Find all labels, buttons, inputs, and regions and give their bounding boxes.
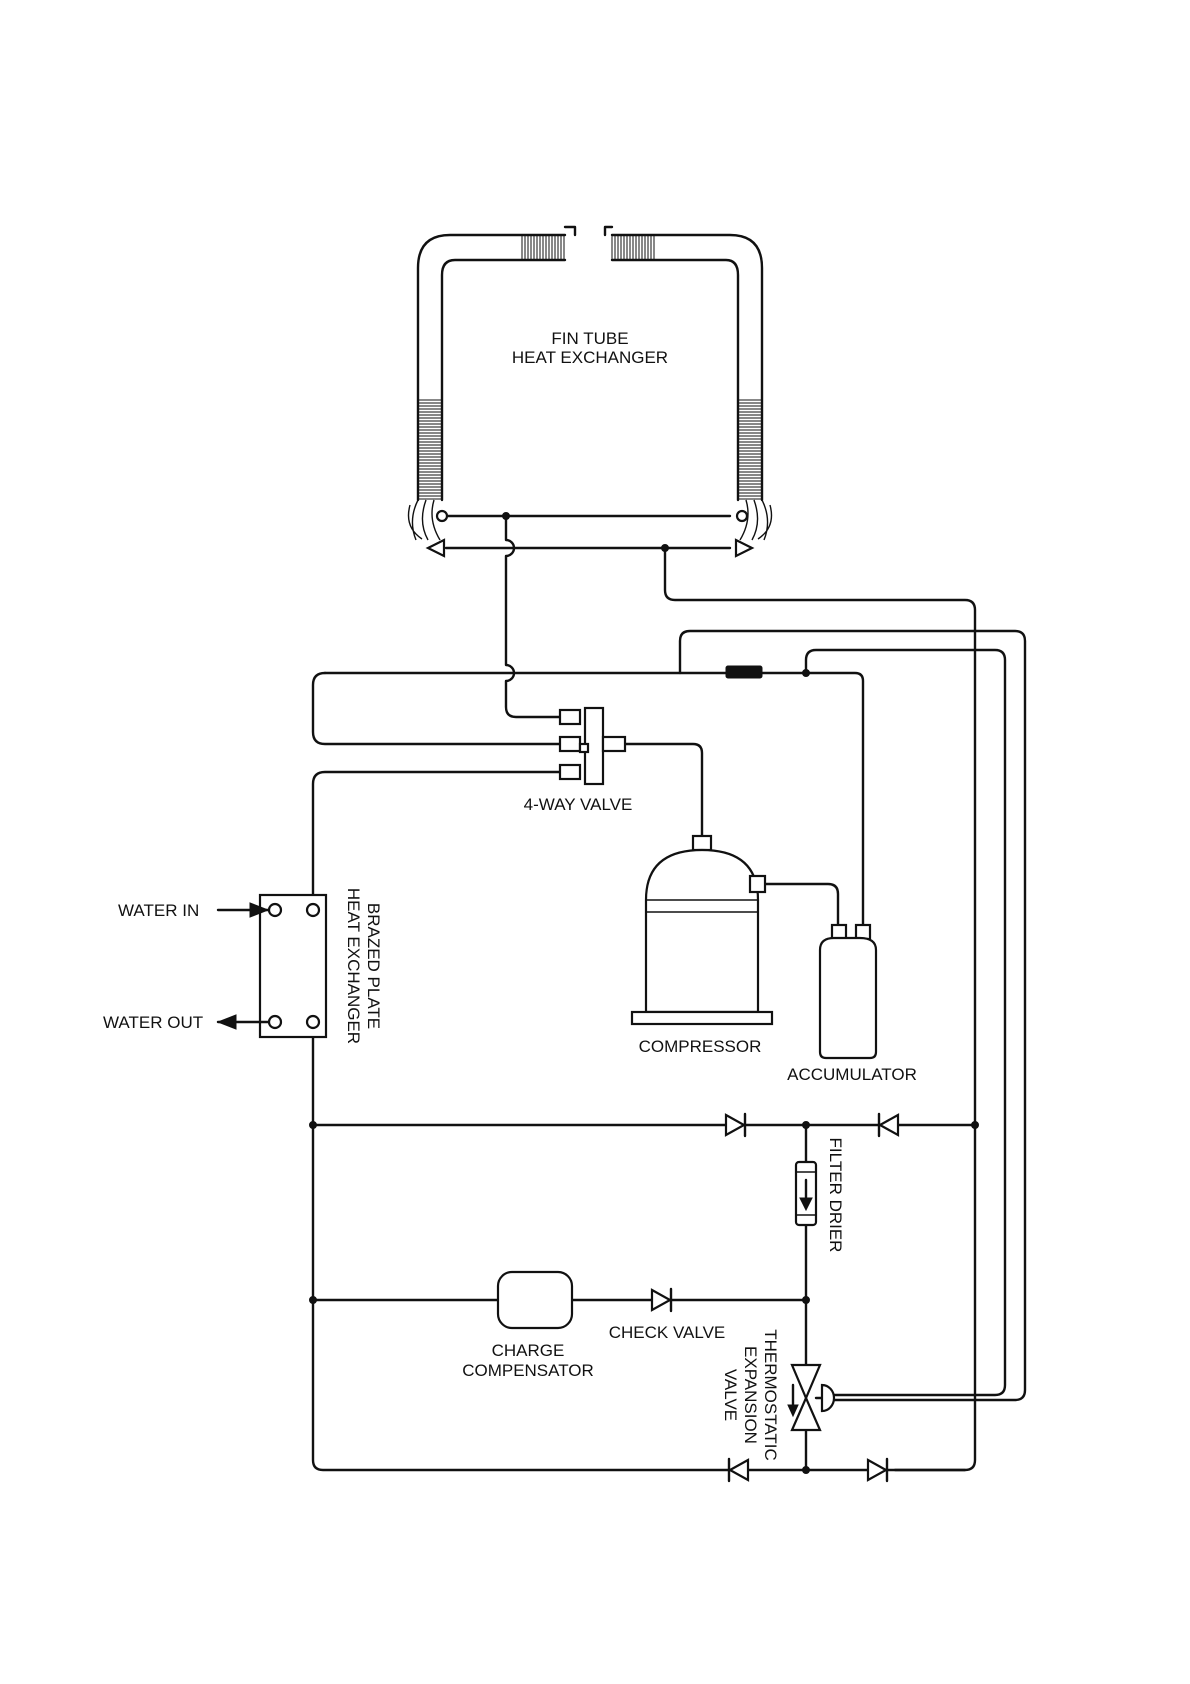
check-valve-compensator [652, 1289, 671, 1311]
water-out-label: WATER OUT [103, 1013, 203, 1032]
check-valve-middle-right [879, 1114, 898, 1136]
water-in-label: WATER IN [118, 901, 199, 920]
four-way-valve-label: 4-WAY VALVE [524, 795, 633, 814]
fin-tube-heat-exchanger [409, 227, 772, 556]
brazed-plate-label-line2: HEAT EXCHANGER [344, 888, 363, 1044]
filter-drier-label: FILTER DRIER [826, 1138, 845, 1253]
compressor [632, 836, 772, 1024]
four-way-valve [560, 708, 625, 784]
txv-label-line2: EXPANSION [741, 1346, 760, 1444]
thermostatic-expansion-valve [788, 1365, 834, 1430]
brazed-plate-heat-exchanger [260, 895, 326, 1037]
compressor-label: COMPRESSOR [639, 1037, 762, 1056]
charge-compensator [498, 1272, 572, 1328]
check-valve-bottom-right [868, 1459, 887, 1481]
check-valve-bottom-left [729, 1459, 748, 1481]
txv-label-line3: VALVE [721, 1369, 740, 1421]
filter-drier [796, 1162, 816, 1225]
fin-tube-hx-label-line2: HEAT EXCHANGER [512, 348, 668, 367]
fin-tube-hx-label-line1: FIN TUBE [551, 329, 628, 348]
brazed-plate-label-line1: BRAZED PLATE [364, 903, 383, 1029]
accumulator-label: ACCUMULATOR [787, 1065, 917, 1084]
txv-label-line1: THERMOSTATIC [761, 1329, 780, 1461]
fins-left [418, 400, 442, 499]
charge-compensator-label-line2: COMPENSATOR [462, 1361, 594, 1380]
check-valve-label: CHECK VALVE [609, 1323, 726, 1342]
fins-top-right [612, 235, 654, 260]
charge-compensator-label-line1: CHARGE [492, 1341, 565, 1360]
check-valve-middle-left [726, 1114, 745, 1136]
fins-right [738, 400, 762, 499]
accumulator [820, 925, 876, 1058]
suction-line-muffler [726, 666, 762, 678]
fins-top-left [522, 235, 564, 260]
